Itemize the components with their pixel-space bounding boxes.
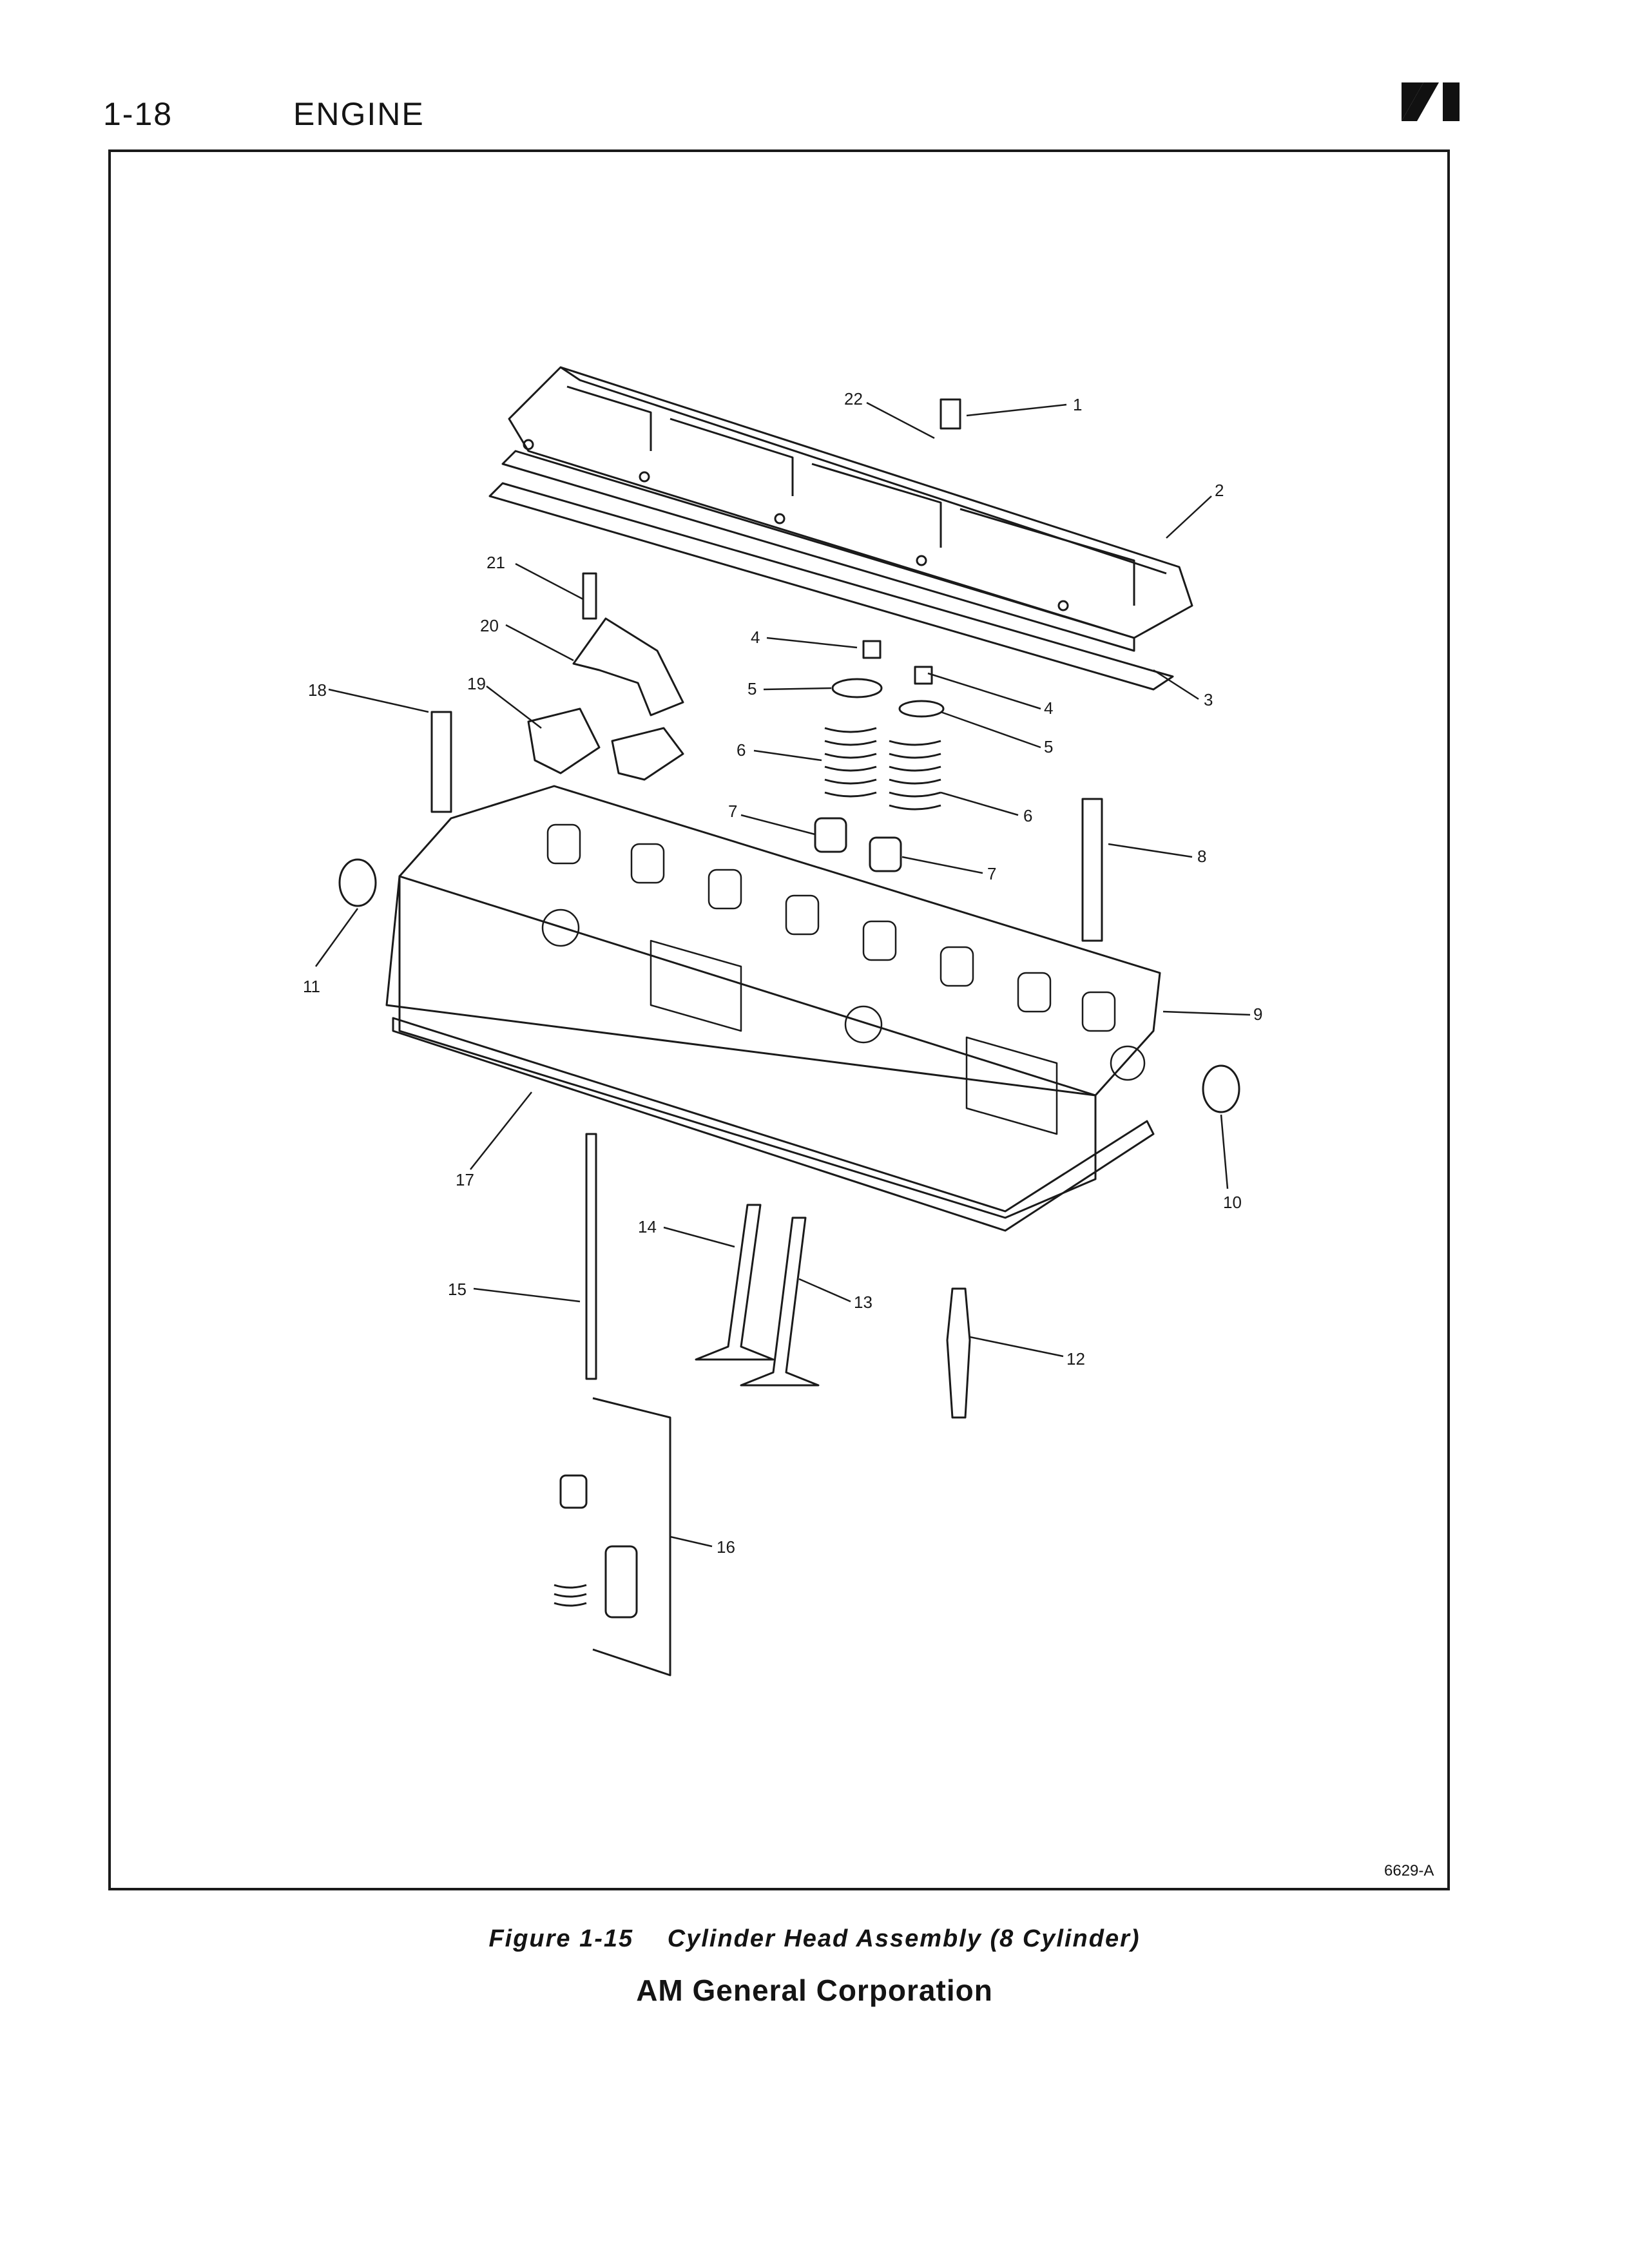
exhaust-valve — [695, 1204, 775, 1361]
callout-21: 21 — [487, 553, 505, 572]
valve-key — [862, 640, 882, 659]
callout-8: 8 — [1197, 847, 1206, 866]
push-rod — [585, 1133, 597, 1380]
valve-cover — [501, 366, 1193, 652]
callout-15: 15 — [448, 1280, 467, 1299]
rocker-arm — [527, 707, 601, 774]
bolt-8 — [1081, 798, 1103, 942]
callout-6: 6 — [737, 740, 746, 760]
callout-1: 1 — [1073, 395, 1082, 414]
callout-5b: 5 — [1044, 737, 1053, 756]
section-title: ENGINE — [293, 96, 425, 132]
callout-6b: 6 — [1023, 806, 1032, 825]
callout-13: 13 — [854, 1293, 872, 1312]
callout-20: 20 — [480, 616, 499, 635]
callout-7b: 7 — [987, 864, 996, 883]
corporation-name: AM General Corporation — [636, 1974, 993, 2007]
bolt-21 — [582, 572, 597, 620]
figure-title: Cylinder Head Assembly (8 Cylinder) — [667, 1925, 1141, 1952]
callout-22: 22 — [844, 389, 863, 408]
rocker-bridge — [572, 617, 684, 716]
intake-valve — [740, 1216, 820, 1387]
spring-retainer — [831, 678, 883, 698]
callout-19: 19 — [467, 674, 486, 693]
valve-spring — [889, 740, 941, 811]
valve-spring — [824, 727, 877, 798]
callout-2: 2 — [1215, 481, 1224, 500]
callout-9: 9 — [1253, 1004, 1262, 1024]
plug — [1202, 1064, 1240, 1113]
spring-retainer — [898, 700, 945, 718]
valve-key — [914, 666, 933, 685]
callout-4: 4 — [751, 628, 760, 647]
callout-11: 11 — [303, 977, 320, 996]
figure-code: 6629-A — [1384, 1862, 1434, 1879]
valve-seal — [814, 817, 847, 853]
callout-16: 16 — [717, 1537, 735, 1557]
cylinder-head — [385, 785, 1161, 1232]
figure-number: Figure 1-15 — [488, 1925, 634, 1952]
valve-cover-gasket — [488, 482, 1174, 691]
callout-17: 17 — [456, 1170, 474, 1189]
figure-frame — [108, 149, 1450, 1890]
plug — [338, 858, 377, 907]
callout-14: 14 — [638, 1217, 657, 1236]
am-general-logo-icon — [1402, 82, 1460, 121]
callout-10: 10 — [1223, 1193, 1242, 1212]
callout-12: 12 — [1066, 1349, 1085, 1369]
spark-plug — [946, 1287, 971, 1419]
hydraulic-lifter — [592, 1397, 671, 1677]
valve-seal — [869, 836, 902, 872]
callout-7: 7 — [728, 802, 737, 821]
bolt-1 — [940, 398, 961, 430]
callout-3: 3 — [1204, 690, 1213, 709]
callout-4b: 4 — [1044, 698, 1053, 718]
callout-5: 5 — [747, 679, 757, 698]
bolt-18 — [430, 711, 452, 813]
figure-caption: Figure 1-15 Cylinder Head Assembly (8 Cy… — [0, 1925, 1629, 1953]
page-number: 1-18 — [103, 96, 173, 132]
callout-18: 18 — [308, 680, 327, 700]
